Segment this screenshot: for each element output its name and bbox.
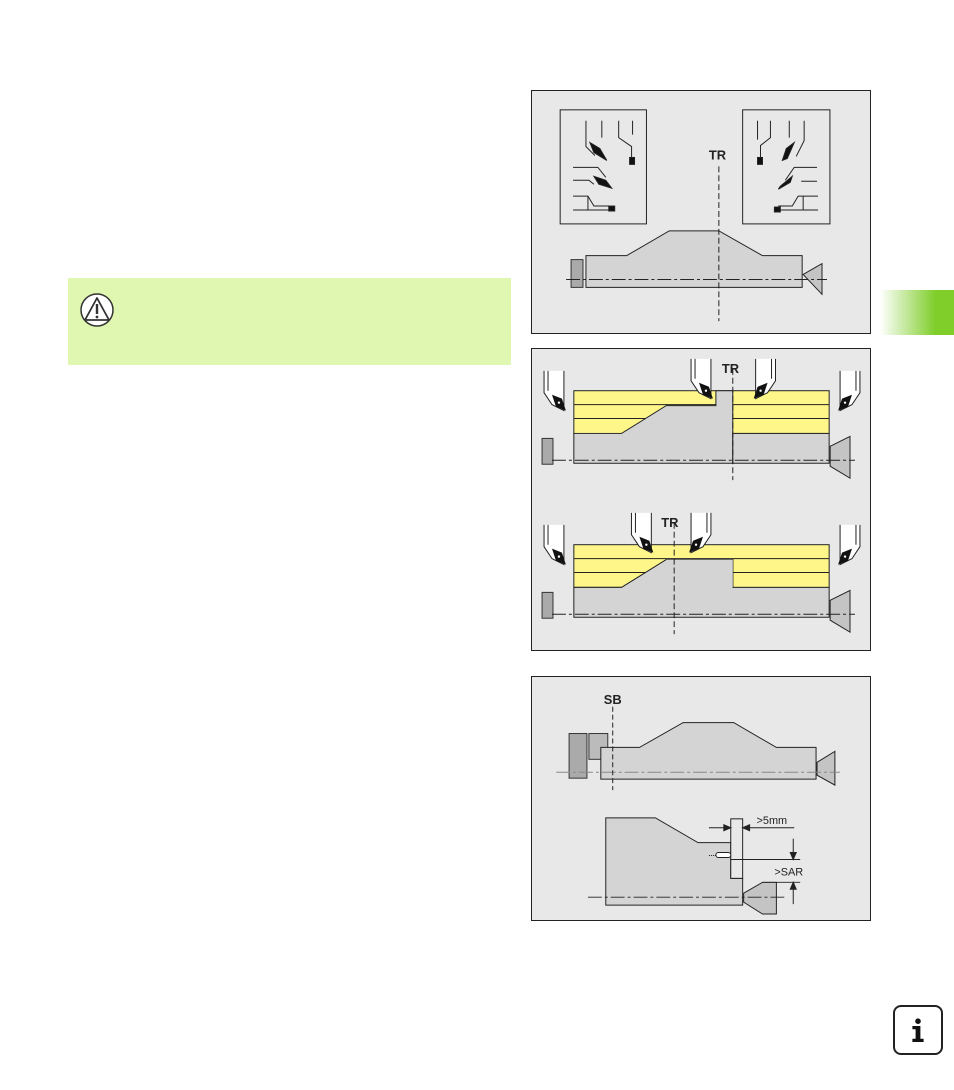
label-sb: SB xyxy=(604,692,622,707)
detail-tailstock xyxy=(743,881,777,915)
workpiece xyxy=(585,230,803,288)
detail-workpiece xyxy=(605,817,744,906)
info-icon xyxy=(893,1005,943,1055)
right-tools-icon xyxy=(757,120,819,213)
label-5mm: >5mm xyxy=(757,815,788,827)
left-tools-icon xyxy=(573,120,636,212)
tailstock xyxy=(816,750,836,786)
warning-triangle-icon xyxy=(79,292,115,328)
workpiece xyxy=(600,722,817,780)
left-tool-box xyxy=(559,109,647,225)
figure-bar-stock: SB >5mm >SAR xyxy=(531,676,871,921)
scene-bottom: TR xyxy=(541,512,861,635)
label-tr: TR xyxy=(709,147,727,162)
scene-top: TR xyxy=(541,358,861,481)
right-tool-box xyxy=(742,109,831,225)
chuck xyxy=(568,733,588,779)
cutoff-tool xyxy=(730,818,744,879)
figure-contour-split: TR xyxy=(531,90,871,334)
label-tr-top: TR xyxy=(722,361,740,376)
label-tr-bottom: TR xyxy=(661,515,679,530)
label-sar: >SAR xyxy=(774,866,803,878)
dimension-5mm xyxy=(708,824,801,905)
chuck xyxy=(570,259,584,288)
chapter-tab xyxy=(880,290,954,335)
warning-note-box xyxy=(68,278,511,365)
figure-roughing-split: TR TR xyxy=(531,348,871,651)
